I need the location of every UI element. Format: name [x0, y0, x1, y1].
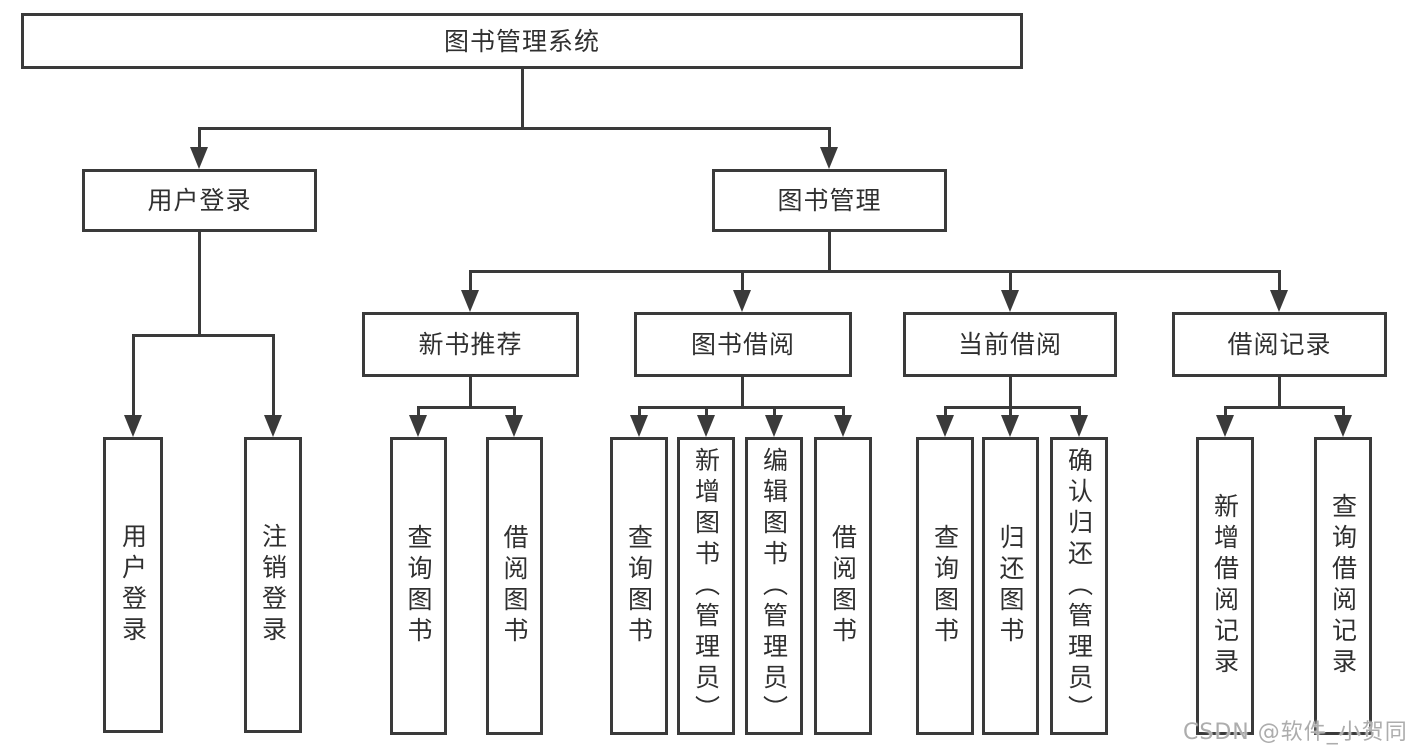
arrowhead-down-icon	[765, 415, 783, 437]
arrowhead-down-icon	[1334, 415, 1352, 437]
leaf-add-borrow-record: 新增借阅记录	[1196, 437, 1254, 735]
arrowhead-down-icon	[820, 147, 838, 169]
connector-line	[132, 334, 274, 337]
connector-line	[1278, 270, 1281, 295]
arrowhead-down-icon	[936, 415, 954, 437]
connector-line	[741, 270, 744, 295]
node-book-borrowing: 图书借阅	[634, 312, 852, 377]
connector-line	[272, 334, 275, 420]
node-current-borrowing: 当前借阅	[903, 312, 1117, 377]
arrowhead-down-icon	[190, 147, 208, 169]
leaf-query-books-2: 查询图书	[610, 437, 668, 735]
connector-line	[828, 231, 831, 272]
arrowhead-down-icon	[630, 415, 648, 437]
leaf-add-book-admin: 新增图书（管理员）	[677, 437, 735, 735]
connector-line	[1224, 406, 1344, 409]
connector-line	[773, 406, 776, 420]
connector-line	[469, 270, 1280, 273]
connector-line	[198, 127, 830, 130]
connector-line	[1009, 406, 1012, 420]
arrowhead-down-icon	[1001, 290, 1019, 312]
node-library-management-system: 图书管理系统	[21, 13, 1023, 69]
connector-line	[638, 406, 844, 409]
connector-line	[132, 334, 135, 420]
connector-line	[1009, 376, 1012, 408]
node-new-book-recommendation: 新书推荐	[362, 312, 579, 377]
connector-line	[741, 376, 744, 408]
arrowhead-down-icon	[1001, 415, 1019, 437]
leaf-user-login: 用户登录	[103, 437, 163, 733]
connector-line	[1009, 270, 1012, 295]
leaf-query-books-3: 查询图书	[916, 437, 974, 735]
leaf-logout: 注销登录	[244, 437, 302, 733]
connector-line	[469, 270, 472, 295]
connector-line	[1278, 376, 1281, 408]
leaf-edit-book-admin: 编辑图书（管理员）	[745, 437, 803, 735]
connector-line	[513, 406, 516, 420]
connector-line	[521, 68, 524, 129]
connector-line	[638, 406, 641, 420]
node-user-login: 用户登录	[82, 169, 317, 232]
arrowhead-down-icon	[264, 415, 282, 437]
connector-line	[198, 231, 201, 336]
node-book-management: 图书管理	[712, 169, 947, 232]
node-borrowing-records: 借阅记录	[1172, 312, 1387, 377]
arrowhead-down-icon	[124, 415, 142, 437]
connector-line	[842, 406, 845, 420]
leaf-confirm-return-admin: 确认归还（管理员）	[1050, 437, 1108, 735]
connector-line	[944, 406, 1080, 409]
arrowhead-down-icon	[1270, 290, 1288, 312]
arrowhead-down-icon	[733, 290, 751, 312]
leaf-query-borrow-record: 查询借阅记录	[1314, 437, 1372, 735]
arrowhead-down-icon	[461, 290, 479, 312]
arrowhead-down-icon	[409, 415, 427, 437]
connector-line	[469, 376, 472, 408]
arrowhead-down-icon	[834, 415, 852, 437]
arrowhead-down-icon	[1070, 415, 1088, 437]
connector-line	[417, 406, 420, 420]
connector-line	[705, 406, 708, 420]
arrowhead-down-icon	[505, 415, 523, 437]
leaf-borrow-books-2: 借阅图书	[814, 437, 872, 735]
connector-line	[417, 406, 515, 409]
leaf-borrow-books-1: 借阅图书	[486, 437, 543, 735]
arrowhead-down-icon	[1216, 415, 1234, 437]
arrowhead-down-icon	[697, 415, 715, 437]
connector-line	[198, 127, 201, 152]
connector-line	[1078, 406, 1081, 420]
leaf-query-books-1: 查询图书	[390, 437, 447, 735]
connector-line	[1342, 406, 1345, 420]
leaf-return-books: 归还图书	[982, 437, 1039, 735]
connector-line	[1224, 406, 1227, 420]
connector-line	[944, 406, 947, 420]
connector-line	[828, 127, 831, 152]
